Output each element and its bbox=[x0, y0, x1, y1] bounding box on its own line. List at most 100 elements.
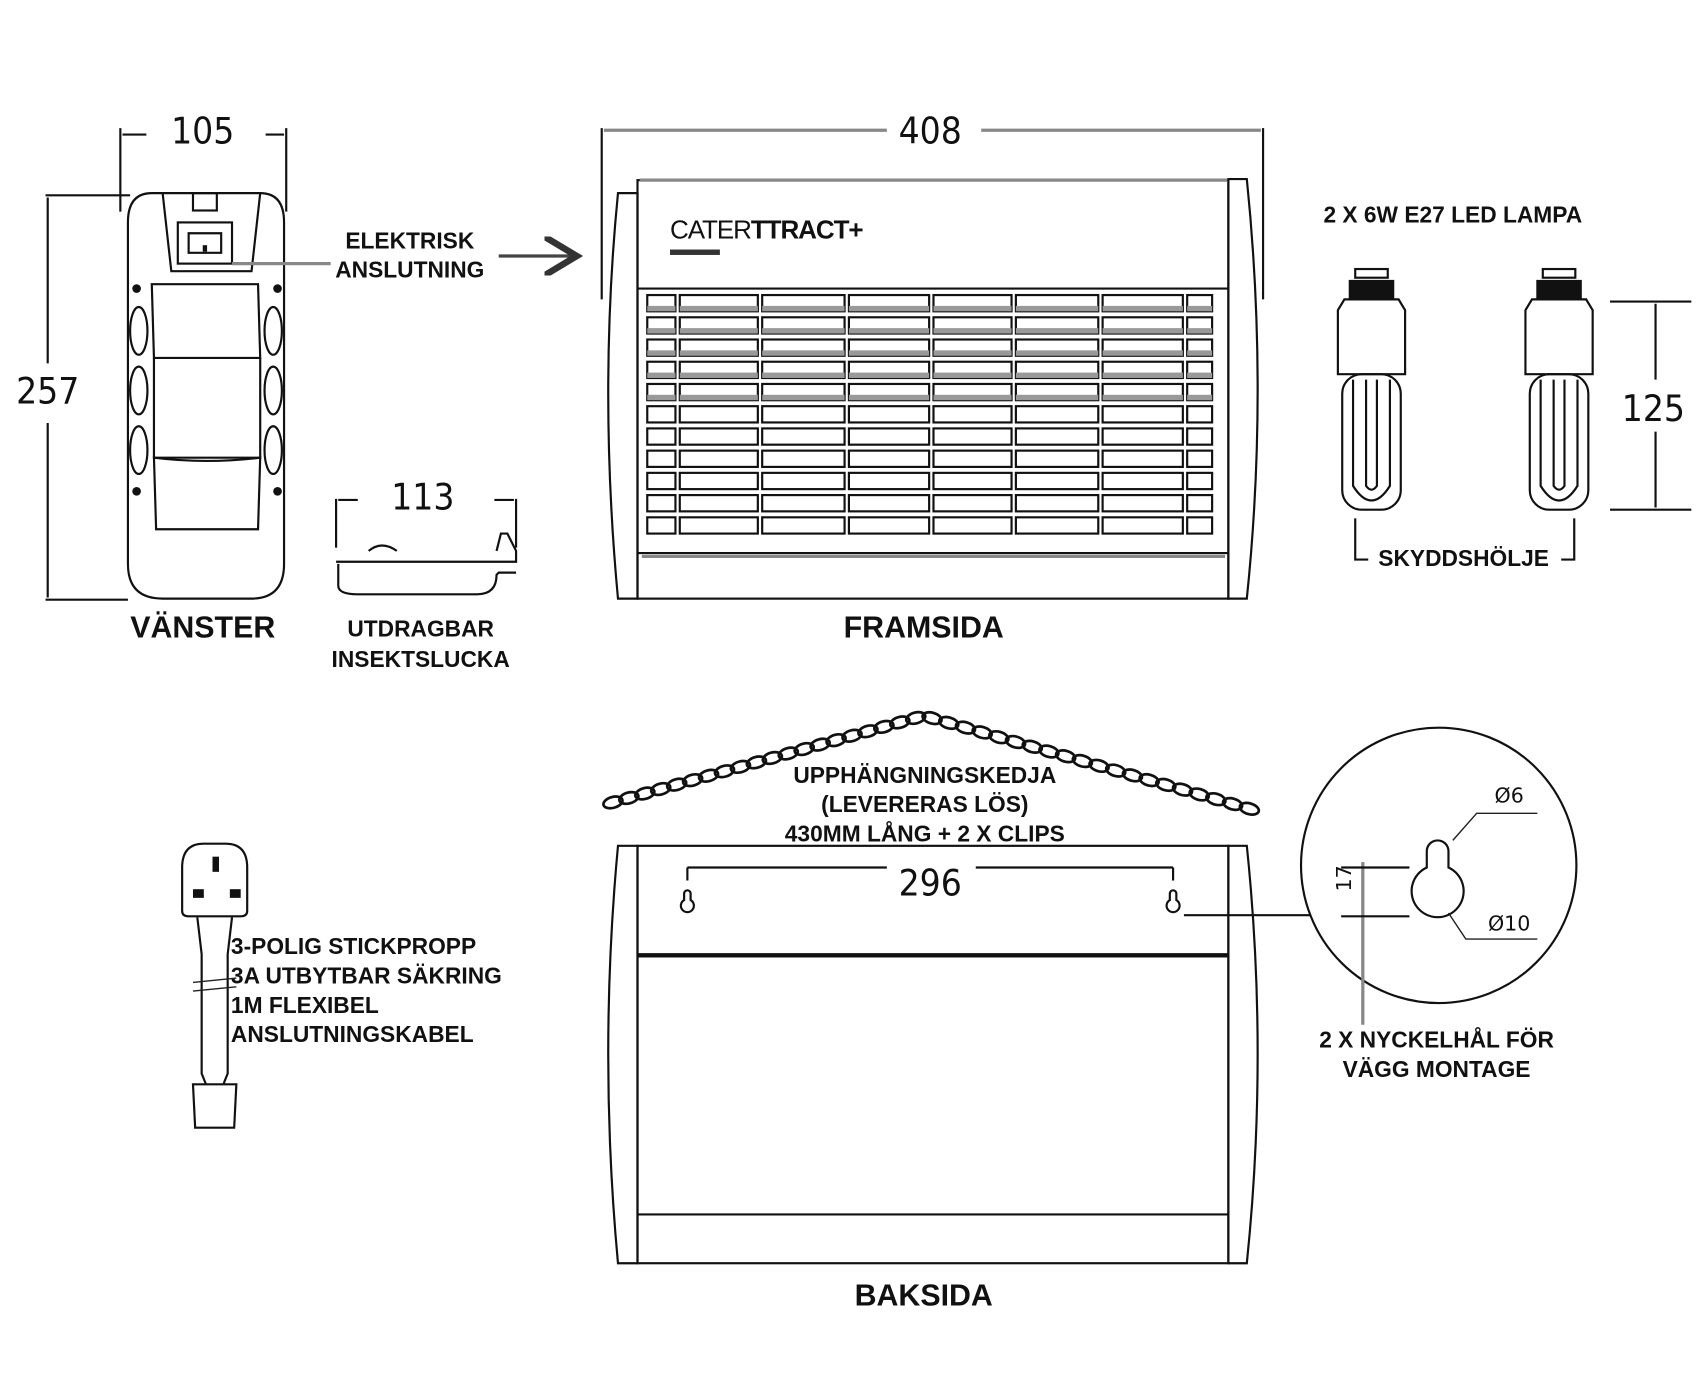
vent-slot bbox=[129, 365, 149, 416]
grille-shade bbox=[933, 350, 1012, 356]
electrical-label-line2: ANSLUTNING bbox=[335, 257, 484, 283]
grille-slot bbox=[1186, 427, 1214, 446]
tray-lip bbox=[336, 532, 518, 563]
chain-link bbox=[618, 790, 640, 806]
chain-link bbox=[888, 715, 911, 730]
side-mid-panel bbox=[152, 357, 262, 459]
grille-slot bbox=[932, 405, 1013, 424]
brand-sublogo bbox=[670, 249, 720, 255]
lamp-cover bbox=[1341, 373, 1402, 511]
keyhole-icon bbox=[679, 889, 695, 914]
cable-break bbox=[192, 977, 237, 992]
grille-slot bbox=[678, 471, 759, 491]
grille-shade bbox=[848, 372, 930, 378]
grille-shade bbox=[762, 394, 845, 401]
chain-label-line1: UPPHÄNGNINGSKEDJA bbox=[793, 762, 1056, 788]
lamps-title: 2 X 6W E27 LED LAMPA bbox=[1323, 201, 1582, 227]
chain-link bbox=[954, 720, 977, 735]
grille-shade bbox=[933, 394, 1012, 401]
lamp-tube bbox=[1351, 379, 1392, 502]
chain-link bbox=[793, 741, 816, 757]
chain-link bbox=[1138, 772, 1160, 788]
keyhole-shape bbox=[1410, 839, 1465, 919]
grille-slot bbox=[1101, 516, 1184, 535]
grille-shade bbox=[1015, 394, 1099, 401]
grille-slot bbox=[1186, 405, 1214, 424]
power-socket bbox=[176, 221, 234, 265]
chain-link bbox=[761, 750, 784, 766]
grille-slot bbox=[761, 405, 846, 424]
chain-link bbox=[857, 724, 879, 739]
view-title-left: VÄNSTER bbox=[130, 612, 275, 645]
lamps-view: 2 X 6W E27 LED LAMPA 125 SKYDDSHÖLJE bbox=[1323, 201, 1692, 571]
cover-bracket bbox=[1561, 518, 1576, 561]
keyhole-icon bbox=[1165, 889, 1181, 914]
chain-link bbox=[681, 772, 704, 788]
grille-slot bbox=[646, 471, 677, 491]
grille-shade bbox=[762, 350, 845, 356]
grille-shade bbox=[1187, 394, 1213, 401]
grille-slot bbox=[847, 449, 931, 468]
chain-link bbox=[1038, 744, 1060, 759]
grille-slot bbox=[761, 449, 846, 468]
chain-link bbox=[713, 764, 736, 779]
grille-shade bbox=[679, 328, 758, 334]
grille-slot bbox=[847, 405, 931, 424]
leader-line bbox=[1452, 812, 1538, 841]
plug-pin bbox=[212, 856, 220, 872]
vent-slot bbox=[263, 365, 283, 416]
grille-shade bbox=[762, 305, 845, 312]
grille-shade bbox=[933, 305, 1012, 312]
plug-label-line4: ANSLUTNINGSKABEL bbox=[231, 1021, 474, 1047]
lamp-cap bbox=[1541, 267, 1577, 279]
suspension-chain bbox=[602, 710, 1261, 816]
vent-slot bbox=[263, 425, 283, 476]
tray-label-line2: INSEKTSLUCKA bbox=[332, 646, 510, 672]
grille-shade bbox=[679, 394, 758, 401]
chain-link bbox=[1054, 749, 1077, 764]
chain-link bbox=[1121, 768, 1144, 783]
grille-slot bbox=[646, 405, 677, 424]
grille-slot bbox=[678, 449, 759, 468]
iec-connector-icon bbox=[191, 1083, 238, 1129]
grille-slot bbox=[678, 494, 759, 513]
keyhole-caption-line2: VÄGG MONTAGE bbox=[1343, 1056, 1531, 1082]
grille-slot bbox=[1014, 516, 1100, 535]
cover-label: SKYDDSHÖLJE bbox=[1378, 545, 1549, 571]
left-side-view: 105 257 VÄNSTER bbox=[16, 109, 288, 645]
cover-bracket bbox=[1354, 518, 1369, 561]
grille-slot bbox=[932, 449, 1013, 468]
screw bbox=[132, 486, 141, 496]
grille-shade bbox=[1102, 350, 1183, 356]
tray-label-line1: UTDRAGBAR bbox=[347, 616, 494, 642]
grille-slot bbox=[1101, 471, 1184, 491]
grille-slot bbox=[1014, 471, 1100, 491]
chain-link bbox=[745, 755, 768, 770]
grille-slot bbox=[678, 405, 759, 424]
grille-slot bbox=[847, 516, 931, 535]
grille-slot bbox=[1101, 494, 1184, 513]
chain-link bbox=[602, 795, 624, 810]
plug-pin bbox=[192, 889, 204, 898]
grille-shade bbox=[1187, 305, 1213, 312]
chain-link bbox=[1171, 782, 1194, 797]
grille-shade bbox=[647, 305, 676, 312]
grille-shade bbox=[848, 328, 930, 334]
lamp-right bbox=[1524, 267, 1594, 511]
chain-link bbox=[971, 725, 994, 740]
screw bbox=[132, 284, 141, 293]
grille-slot bbox=[1101, 427, 1184, 446]
grille-slot bbox=[646, 494, 677, 513]
side-switch bbox=[191, 192, 218, 212]
grille-slot bbox=[1014, 494, 1100, 513]
electrical-connection-callout: ELEKTRISK ANSLUTNING bbox=[232, 227, 577, 283]
chain-link bbox=[921, 710, 943, 726]
grille-shade bbox=[848, 394, 930, 401]
grille-slot bbox=[646, 427, 677, 446]
lamp-tube bbox=[1364, 379, 1378, 491]
dim-408: 408 bbox=[899, 109, 962, 152]
grille-slot bbox=[1186, 516, 1214, 535]
side-top-panel bbox=[161, 193, 262, 273]
chain-link bbox=[1221, 796, 1244, 812]
grille-slot bbox=[847, 427, 931, 446]
